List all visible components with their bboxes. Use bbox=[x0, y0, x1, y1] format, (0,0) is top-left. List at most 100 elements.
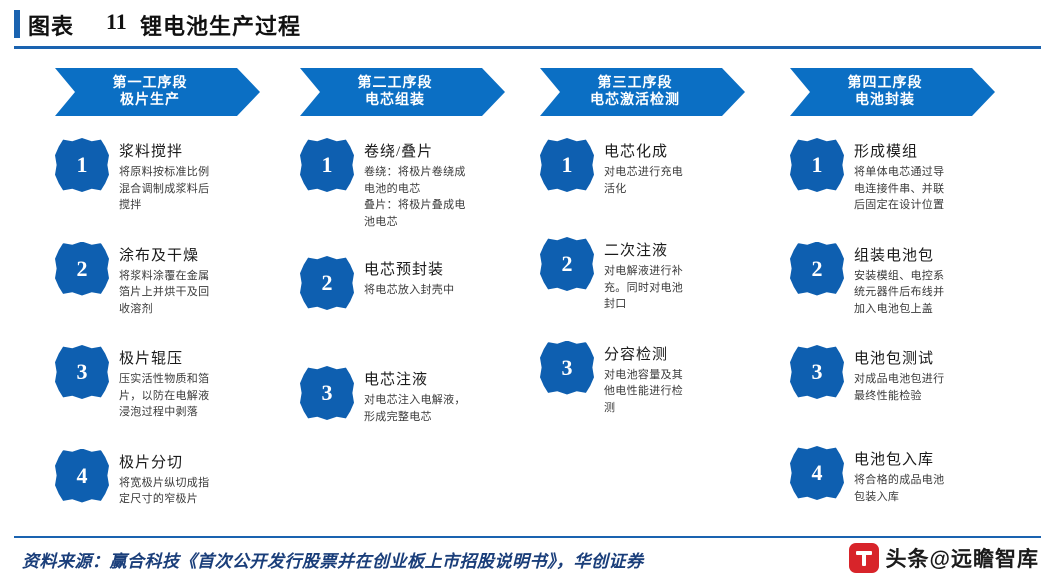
step-number: 1 bbox=[321, 152, 333, 177]
stage-banner: 第二工序段 电芯组装 bbox=[300, 68, 505, 116]
step-description: 对电解液进行补 充。同时对电池 封口 bbox=[604, 265, 684, 310]
step-title: 电池包测试 bbox=[854, 351, 935, 367]
chevron-shape-icon bbox=[300, 68, 505, 116]
badge-shape-icon bbox=[790, 241, 844, 296]
stage-banner: 第三工序段 电芯激活检测 bbox=[540, 68, 745, 116]
step-title: 电芯注液 bbox=[364, 372, 429, 388]
step-badge: 1 bbox=[300, 138, 354, 192]
process-stage-column: 第三工序段 电芯激活检测 1 电芯化成 对电芯进行充电 活化 2 二次注液 对电… bbox=[540, 68, 760, 416]
footer-divider bbox=[14, 536, 1041, 538]
badge-shape-icon bbox=[540, 138, 594, 192]
step-description: 将原料按标准比例 混合调制成浆料后 搅拌 bbox=[119, 166, 210, 211]
process-step: 4 极片分切 将宽极片纵切成指 定尺寸的窄极片 bbox=[55, 448, 275, 508]
step-title: 电池包入库 bbox=[854, 452, 935, 468]
step-description: 压实活性物质和箔 片，以防在电解液 浸泡过程中剥落 bbox=[119, 373, 210, 418]
step-title: 极片分切 bbox=[119, 454, 184, 471]
step-badge: 2 bbox=[55, 241, 109, 296]
badge-shape-icon bbox=[55, 448, 109, 503]
step-number: 3 bbox=[561, 354, 573, 380]
step-description: 将宽极片纵切成指 定尺寸的窄极片 bbox=[119, 476, 210, 506]
step-number: 2 bbox=[76, 255, 88, 281]
badge-shape-icon bbox=[540, 340, 594, 395]
process-step: 3 电池包测试 对成品电池包进行 最终性能检验 bbox=[790, 345, 1010, 404]
badge-shape-icon bbox=[300, 256, 354, 310]
step-description: 卷绕：将极片卷绕成 电池的电芯 叠片：将极片叠成电 池电芯 bbox=[364, 166, 466, 228]
stage-banner-line1: 第三工序段 bbox=[597, 75, 673, 91]
step-badge: 3 bbox=[540, 340, 594, 395]
process-stage-column: 第四工序段 电池封装 1 形成模组 将单体电芯通过导 电连接件串、并联 后固定在… bbox=[790, 68, 1010, 505]
step-badge: 2 bbox=[790, 241, 844, 296]
chevron-shape-icon bbox=[540, 68, 745, 116]
step-description: 对电池容量及其 他电性能进行检 测 bbox=[604, 368, 684, 414]
badge-shape-icon bbox=[55, 345, 109, 399]
badge-shape-icon bbox=[790, 345, 844, 399]
process-step: 2 电芯预封装 将电芯放入封壳中 bbox=[300, 256, 520, 310]
step-description: 将浆料涂覆在金属 箔片上并烘干及回 收溶剂 bbox=[119, 269, 210, 315]
process-stage-column: 第一工序段 极片生产 1 浆料搅拌 将原料按标准比例 混合调制成浆料后 搅拌 2… bbox=[55, 68, 275, 508]
toutiao-logo-icon bbox=[848, 543, 879, 573]
step-number: 1 bbox=[811, 152, 823, 177]
badge-shape-icon bbox=[540, 237, 594, 291]
stage-banner: 第四工序段 电池封装 bbox=[790, 68, 995, 116]
process-step: 3 极片辊压 压实活性物质和箔 片，以防在电解液 浸泡过程中剥落 bbox=[55, 345, 275, 421]
step-badge: 4 bbox=[55, 448, 109, 503]
step-badge: 1 bbox=[790, 138, 844, 192]
process-step: 3 电芯注液 对电芯注入电解液， 形成完整电芯 bbox=[300, 366, 520, 425]
stage-banner-line2: 电芯激活检测 bbox=[590, 93, 680, 108]
step-description: 安装模组、电控系 统元器件后布线并 加入电池包上盖 bbox=[854, 269, 945, 315]
step-number: 1 bbox=[561, 152, 573, 177]
step-title: 电芯预封装 bbox=[364, 262, 445, 278]
process-step: 4 电池包入库 将合格的成品电池 包装入库 bbox=[790, 446, 1010, 505]
step-number: 3 bbox=[811, 359, 823, 384]
process-stage-column: 第二工序段 电芯组装 1 卷绕/叠片 卷绕：将极片卷绕成 电池的电芯 叠片：将极… bbox=[300, 68, 520, 425]
process-step: 1 浆料搅拌 将原料按标准比例 混合调制成浆料后 搅拌 bbox=[55, 138, 275, 214]
step-number: 2 bbox=[811, 255, 823, 281]
stage-banner-line2: 电芯组装 bbox=[365, 93, 425, 108]
stage-banner-line1: 第四工序段 bbox=[847, 75, 923, 91]
process-step: 2 二次注液 对电解液进行补 充。同时对电池 封口 bbox=[540, 237, 760, 313]
step-title: 分容检测 bbox=[604, 346, 669, 363]
header-label: 图表 bbox=[28, 14, 75, 39]
step-badge: 2 bbox=[540, 237, 594, 291]
step-badge: 4 bbox=[790, 446, 844, 500]
badge-shape-icon bbox=[300, 366, 354, 420]
step-description: 将合格的成品电池 包装入库 bbox=[854, 474, 945, 503]
step-number: 2 bbox=[321, 270, 333, 295]
badge-shape-icon bbox=[790, 446, 844, 500]
step-description: 对成品电池包进行 最终性能检验 bbox=[854, 373, 945, 402]
step-badge: 1 bbox=[540, 138, 594, 192]
step-title: 电芯化成 bbox=[604, 144, 669, 160]
stage-banner-line1: 第二工序段 bbox=[357, 75, 433, 91]
brand-text: 头条@远瞻智库 bbox=[885, 548, 1039, 571]
step-number: 3 bbox=[321, 380, 333, 405]
step-badge: 3 bbox=[55, 345, 109, 399]
step-number: 4 bbox=[76, 462, 88, 488]
page-title: 锂电池生产过程 bbox=[140, 14, 302, 39]
source-note: 资料来源：赢合科技《首次公开发行股票并在创业板上市招股说明书》，华创证券 bbox=[22, 552, 644, 571]
process-step: 2 涂布及干燥 将浆料涂覆在金属 箔片上并烘干及回 收溶剂 bbox=[55, 241, 275, 318]
step-number: 1 bbox=[76, 152, 88, 177]
step-title: 极片辊压 bbox=[119, 351, 184, 367]
process-step: 1 形成模组 将单体电芯通过导 电连接件串、并联 后固定在设计位置 bbox=[790, 138, 1010, 214]
badge-shape-icon bbox=[55, 241, 109, 296]
chevron-shape-icon bbox=[55, 68, 260, 116]
step-title: 形成模组 bbox=[854, 144, 919, 160]
process-step: 2 组装电池包 安装模组、电控系 统元器件后布线并 加入电池包上盖 bbox=[790, 241, 1010, 318]
stage-banner-line1: 第一工序段 bbox=[112, 75, 188, 91]
step-title: 涂布及干燥 bbox=[119, 247, 200, 264]
badge-shape-icon bbox=[790, 138, 844, 192]
process-step: 3 分容检测 对电池容量及其 他电性能进行检 测 bbox=[540, 340, 760, 417]
chevron-shape-icon bbox=[790, 68, 995, 116]
step-description: 对电芯进行充电 活化 bbox=[604, 166, 684, 195]
stage-banner-line2: 电池封装 bbox=[855, 93, 915, 108]
stage-banner-line2: 极片生产 bbox=[120, 93, 180, 108]
step-description: 将单体电芯通过导 电连接件串、并联 后固定在设计位置 bbox=[854, 166, 945, 211]
step-badge: 3 bbox=[300, 366, 354, 420]
step-badge: 2 bbox=[300, 256, 354, 310]
badge-shape-icon bbox=[300, 138, 354, 192]
step-title: 组装电池包 bbox=[854, 247, 935, 264]
brand-watermark: 头条@远瞻智库 bbox=[848, 543, 1039, 573]
badge-shape-icon bbox=[55, 138, 109, 192]
process-step: 1 电芯化成 对电芯进行充电 活化 bbox=[540, 138, 760, 197]
header-number: 11 bbox=[106, 9, 127, 34]
